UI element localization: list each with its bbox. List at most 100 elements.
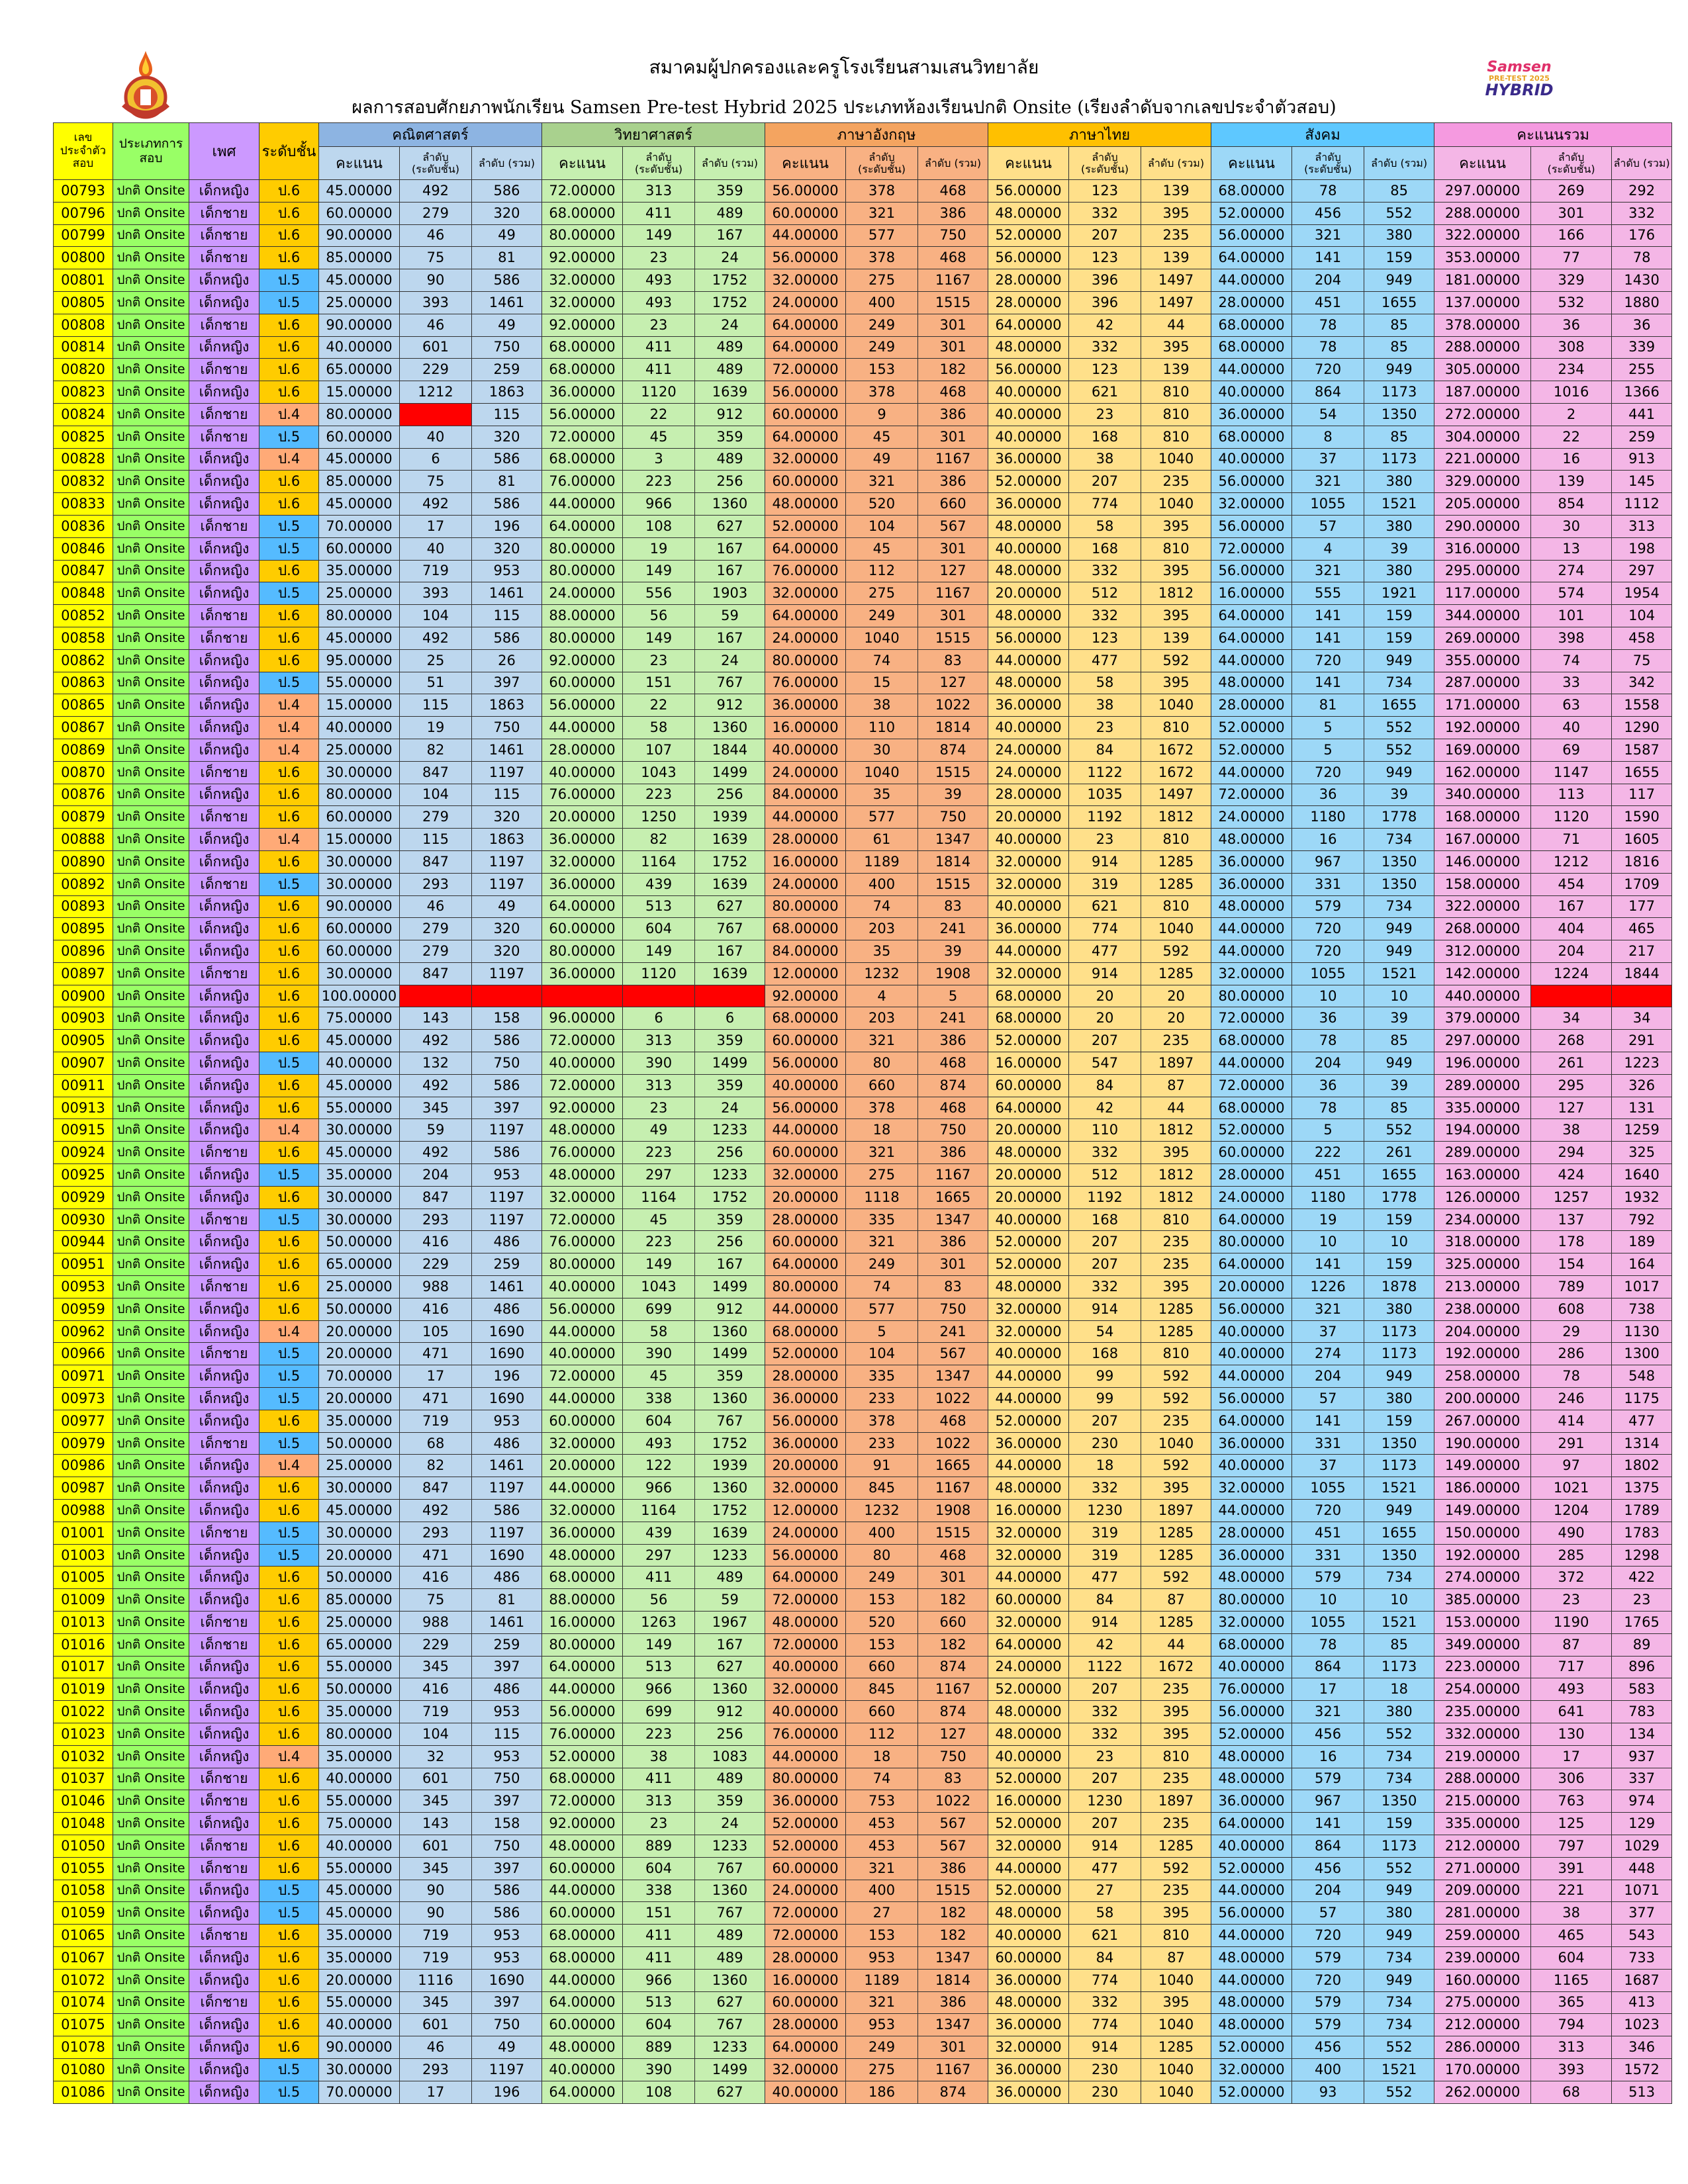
cell-total-rank-all: 78: [1611, 246, 1673, 270]
cell-thai-rank-all: 1040: [1141, 694, 1212, 717]
cell-social-rank-level: 204: [1291, 1052, 1365, 1075]
cell-exam-id: 01019: [53, 1678, 113, 1702]
cell-total-score: 168.00000: [1434, 805, 1532, 829]
cell-math-rank-all: 486: [471, 1432, 543, 1455]
cell-sex: เด็กหญิง: [189, 179, 259, 203]
cell-math-rank-level: 59: [399, 1118, 472, 1142]
cell-level: ป.6: [259, 492, 319, 516]
cell-social-rank-all: 1655: [1364, 291, 1435, 314]
cell-english-rank-level: 38: [845, 694, 919, 717]
cell-social-rank-all: 1173: [1364, 1342, 1435, 1366]
cell-thai-score: 52.00000: [988, 1230, 1070, 1254]
cell-exam-id: 01078: [53, 2036, 113, 2059]
cell-social-rank-all: 39: [1364, 1007, 1435, 1030]
cell-science-score: 72.00000: [541, 1029, 624, 1053]
cell-social-rank-level: 321: [1291, 1297, 1365, 1321]
cell-english-rank-all: 182: [917, 358, 989, 382]
cell-total-rank-level: 797: [1530, 1834, 1613, 1858]
cell-math-rank-level: 90: [399, 1879, 472, 1903]
cell-social-rank-level: 579: [1291, 1566, 1365, 1590]
cell-exam-id: 01032: [53, 1745, 113, 1768]
results-table-wrapper: เลข ประจำตัว สอบ ประเภทการ สอบ เพศ ระดับ…: [53, 122, 1673, 2104]
cell-sex: เด็กชาย: [189, 1633, 259, 1657]
cell-sex: เด็กชาย: [189, 1342, 259, 1366]
cell-thai-rank-all: 235: [1141, 1678, 1212, 1702]
cell-science-score: 76.00000: [541, 783, 624, 807]
cell-english-rank-all: 468: [917, 1543, 989, 1567]
cell-social-score: 64.00000: [1211, 604, 1293, 627]
cell-math-rank-level: 1: [399, 984, 472, 1008]
cell-math-score: 50.00000: [318, 1678, 400, 1702]
cell-science-rank-all: 167: [694, 626, 766, 650]
cell-thai-score: 32.00000: [988, 1834, 1070, 1858]
cell-math-rank-level: 90: [399, 269, 472, 292]
cell-english-rank-all: 1814: [917, 850, 989, 874]
cell-science-rank-all: 167: [694, 224, 766, 248]
cell-total-rank-all: 1112: [1611, 492, 1673, 516]
cell-english-score: 48.00000: [765, 1611, 847, 1634]
cell-social-rank-level: 37: [1291, 447, 1365, 471]
cell-math-rank-level: 847: [399, 1185, 472, 1209]
cell-thai-rank-level: 168: [1068, 1208, 1142, 1232]
cell-english-rank-level: 520: [845, 1611, 919, 1634]
cell-social-rank-level: 720: [1291, 1968, 1365, 1992]
cell-science-rank-level: 58: [622, 1320, 696, 1343]
cell-total-score: 162.00000: [1434, 760, 1532, 784]
cell-science-rank-level: 22: [622, 694, 696, 717]
cell-science-rank-level: 23: [622, 1096, 696, 1120]
cell-thai-rank-level: 774: [1068, 917, 1142, 941]
cell-sex: เด็กหญิง: [189, 1185, 259, 1209]
cell-science-rank-level: 22: [622, 402, 696, 426]
cell-science-score: 56.00000: [541, 402, 624, 426]
cell-total-rank-level: 1212: [1530, 850, 1613, 874]
cell-exam-type: ปกติ Onsite: [113, 760, 189, 784]
cell-level: ป.5: [259, 582, 319, 606]
cell-thai-rank-all: 44: [1141, 313, 1212, 337]
cell-total-rank-all: 448: [1611, 1856, 1673, 1880]
cell-social-score: 48.00000: [1211, 1991, 1293, 2015]
cell-level: ป.6: [259, 940, 319, 963]
cell-science-rank-all: 767: [694, 1901, 766, 1925]
cell-sex: เด็กชาย: [189, 1834, 259, 1858]
header-exam-type-line1: ประเภทการ: [118, 136, 183, 151]
cell-english-score: 44.00000: [765, 1745, 847, 1768]
cell-level: ป.5: [259, 1342, 319, 1366]
cell-social-rank-all: 949: [1364, 1499, 1435, 1522]
cell-level: ป.6: [259, 1073, 319, 1097]
cell-exam-id: 00959: [53, 1297, 113, 1321]
cell-math-score: 20.00000: [318, 1320, 400, 1343]
cell-science-score: 40.00000: [541, 2058, 624, 2081]
cell-thai-rank-level: 230: [1068, 1432, 1142, 1455]
cell-english-rank-level: 335: [845, 1365, 919, 1388]
cell-thai-rank-level: 23: [1068, 1745, 1142, 1768]
cell-thai-score: 44.00000: [988, 649, 1070, 672]
cell-social-rank-all: 39: [1364, 783, 1435, 807]
cell-science-score: 76.00000: [541, 1141, 624, 1165]
cell-thai-rank-level: 207: [1068, 1253, 1142, 1277]
cell-total-rank-level: 274: [1530, 559, 1613, 583]
cell-total-score: 137.00000: [1434, 291, 1532, 314]
cell-science-rank-all: 359: [694, 425, 766, 449]
cell-math-rank-level: 75: [399, 1588, 472, 1612]
cell-math-score: 35.00000: [318, 1409, 400, 1433]
cell-thai-rank-level: 168: [1068, 537, 1142, 561]
cell-thai-score: 36.00000: [988, 917, 1070, 941]
cell-thai-score: 68.00000: [988, 1007, 1070, 1030]
cell-math-rank-all: 750: [471, 1767, 543, 1791]
cell-science-rank-level: 604: [622, 2013, 696, 2037]
cell-sex: เด็กหญิง: [189, 447, 259, 471]
cell-science-score: 68.00000: [541, 358, 624, 382]
cell-thai-score: 56.00000: [988, 626, 1070, 650]
cell-social-rank-all: 1173: [1364, 1320, 1435, 1343]
cell-sex: เด็กหญิง: [189, 1477, 259, 1500]
cell-total-score: 153.00000: [1434, 1611, 1532, 1634]
cell-science-rank-level: 223: [622, 1141, 696, 1165]
cell-english-rank-level: 953: [845, 1946, 919, 1970]
cell-sex: เด็กชาย: [189, 201, 259, 225]
cell-science-rank-level: 1164: [622, 1185, 696, 1209]
cell-thai-rank-level: 20: [1068, 984, 1142, 1008]
cell-total-rank-level: 22: [1530, 425, 1613, 449]
